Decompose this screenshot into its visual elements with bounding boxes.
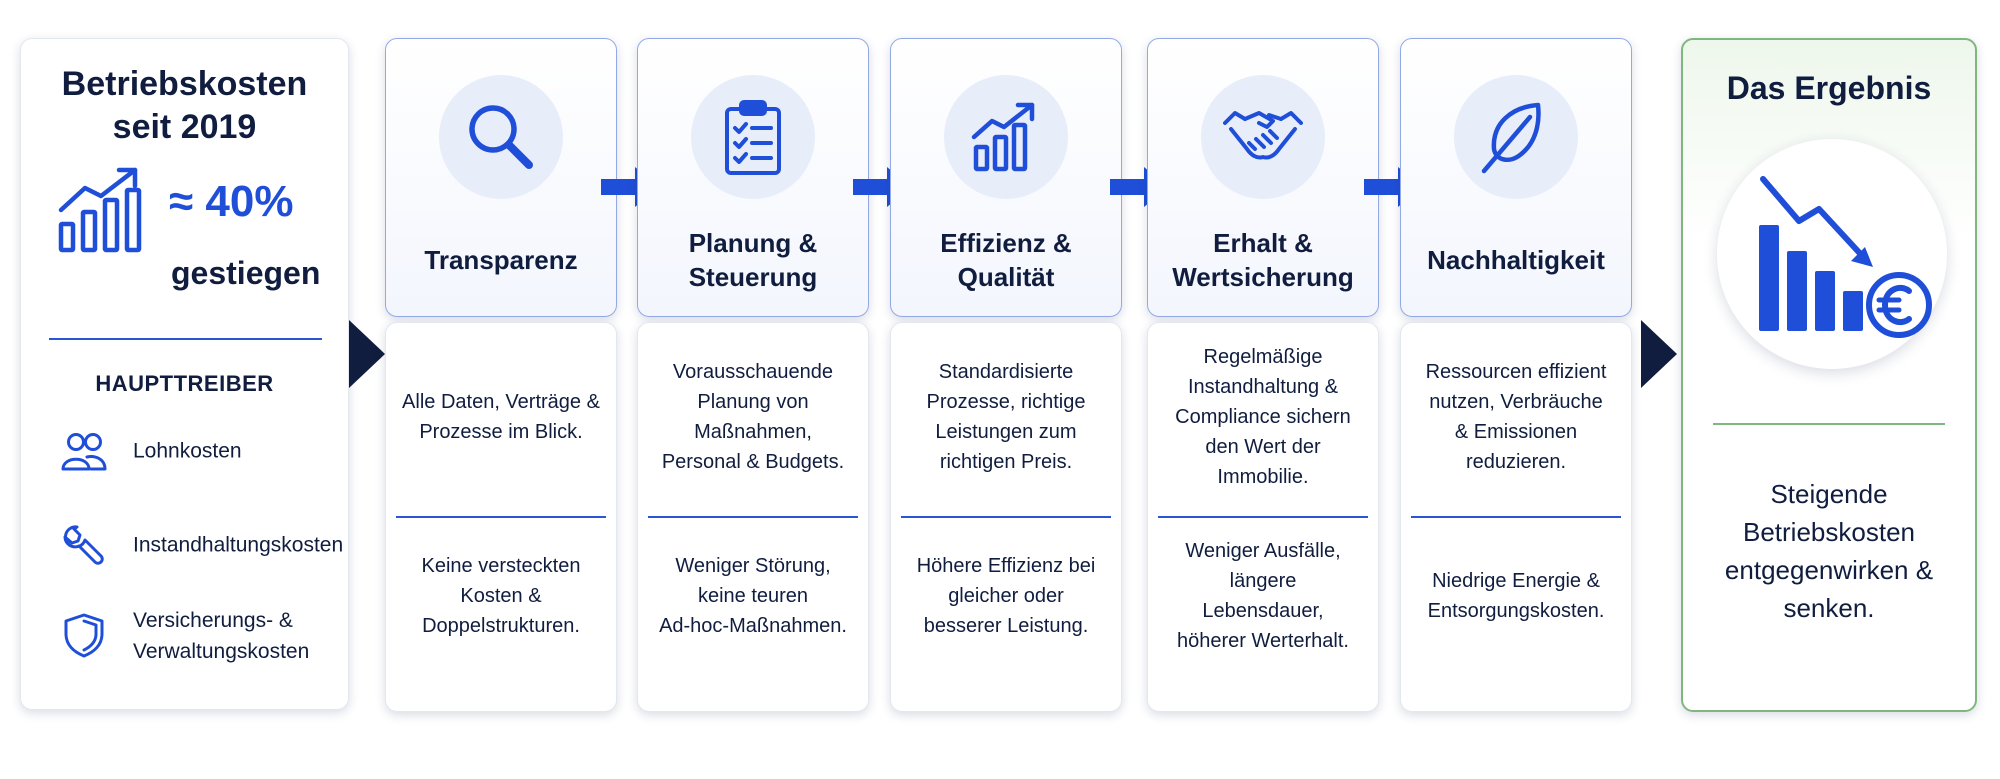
chevron-right-icon xyxy=(349,320,385,388)
step-description: Regelmäßige Instandhaltung & Compliance … xyxy=(1175,346,1351,488)
step-card-transparenz: Transparenz xyxy=(385,38,617,317)
result-card: Das Ergebnis Steigende Betriebskosten en… xyxy=(1681,38,1977,712)
leaf-icon xyxy=(1481,102,1541,174)
divider xyxy=(49,338,322,340)
divider xyxy=(1713,423,1945,425)
driver-item-instandhaltungskosten: Instandhaltungskosten xyxy=(41,515,343,575)
clipboard-checklist-icon xyxy=(725,100,781,175)
step-title: Nachhaltigkeit xyxy=(1427,245,1605,275)
step-details-nachhaltigkeit: Ressourcen effizient nutzen, Verbräuche … xyxy=(1400,322,1632,712)
shield-icon xyxy=(64,613,104,658)
stat-label: gestiegen xyxy=(171,255,321,291)
step-benefit: Keine versteckten Kosten & Doppelstruktu… xyxy=(421,555,581,637)
step-title: Effizienz & Qualität xyxy=(940,228,1072,292)
divider xyxy=(396,516,606,518)
step-title: Erhalt & Wertsicherung xyxy=(1172,228,1354,292)
driver-item-versicherungskosten: Versicherungs- & Verwaltungskosten xyxy=(41,598,341,674)
step-details-erhalt: Regelmäßige Instandhaltung & Compliance … xyxy=(1147,322,1379,712)
step-title: Planung & Steuerung xyxy=(688,228,818,292)
chevron-right-icon xyxy=(1641,320,1677,388)
step-benefit: Niedrige Energie & Entsorgungskosten. xyxy=(1427,570,1605,622)
driver-item-lohnkosten: Lohnkosten xyxy=(41,421,341,481)
step-card-nachhaltigkeit: Nachhaltigkeit xyxy=(1400,38,1632,317)
magnifier-icon xyxy=(469,105,533,169)
falling-costs-euro-icon xyxy=(1759,176,1932,338)
step-description: Vorausschauende Planung von Maßnahmen, P… xyxy=(661,361,845,473)
stat-value: ≈ 40% xyxy=(169,177,294,226)
result-title: Das Ergebnis xyxy=(1726,70,1932,106)
cost-increase-card: Betriebskosten seit 2019 ≈ 40% gestiegen… xyxy=(20,38,349,710)
divider xyxy=(901,516,1111,518)
step-description: Ressourcen effizient nutzen, Verbräuche … xyxy=(1425,361,1607,473)
step-card-erhalt: Erhalt & Wertsicherung xyxy=(1147,38,1379,317)
step-card-planung: Planung & Steuerung xyxy=(637,38,869,317)
step-card-effizienz: Effizienz & Qualität xyxy=(890,38,1122,317)
result-text: Steigende Betriebskosten entgegenwirken … xyxy=(1724,479,1934,623)
step-description: Alle Daten, Verträge & Prozesse im Blick… xyxy=(402,391,600,443)
step-benefit: Weniger Störung, keine teuren Ad-hoc-Maß… xyxy=(659,555,847,637)
chart-rising-icon xyxy=(58,167,142,253)
step-title: Transparenz xyxy=(424,245,578,275)
step-benefit: Weniger Ausfälle, längere Lebensdauer, h… xyxy=(1177,540,1349,652)
divider xyxy=(648,516,858,518)
step-benefit: Höhere Effizienz bei gleicher oder besse… xyxy=(916,555,1096,637)
step-details-transparenz: Alle Daten, Verträge & Prozesse im Blick… xyxy=(385,322,617,712)
people-icon xyxy=(61,433,107,471)
step-details-effizienz: Standardisierte Prozesse, richtige Leist… xyxy=(890,322,1122,712)
drivers-heading: HAUPTTREIBER xyxy=(95,371,274,396)
handshake-icon xyxy=(1223,111,1303,160)
cost-title: Betriebskosten seit 2019 xyxy=(61,65,308,146)
divider xyxy=(1411,516,1621,518)
step-description: Standardisierte Prozesse, richtige Leist… xyxy=(926,361,1086,473)
step-details-planung: Vorausschauende Planung von Maßnahmen, P… xyxy=(637,322,869,712)
divider xyxy=(1158,516,1368,518)
wrench-icon xyxy=(63,525,104,565)
bar-chart-up-icon xyxy=(971,102,1035,172)
